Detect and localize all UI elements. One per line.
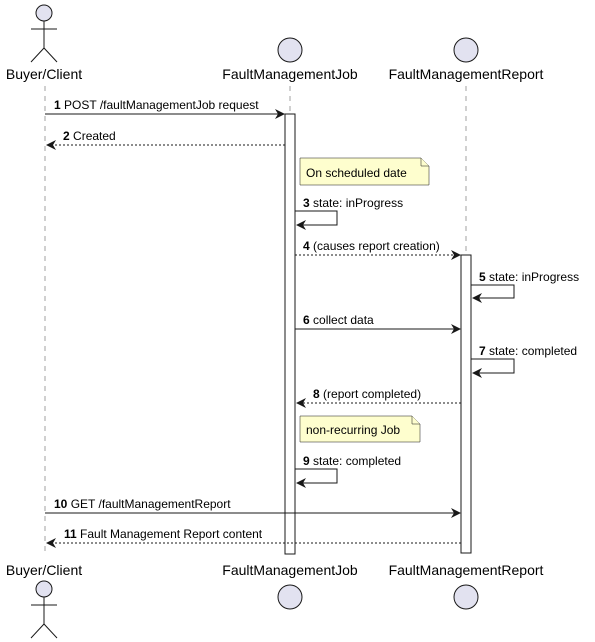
message-8-label: 8 (report completed): [313, 387, 421, 401]
message-3-arrow: [295, 210, 338, 230]
actor-icon-buyer-client-bottom: [30, 580, 58, 639]
message-4-label: 4 (causes report creation): [303, 239, 440, 253]
note-non-recurring-job: [299, 415, 421, 443]
message-6-label: 6 collect data: [303, 313, 374, 327]
participant-label-buyer-client-bottom: Buyer/Client: [6, 562, 82, 578]
entity-icon-fault-management-job-bottom: [277, 584, 303, 610]
message-3-label: 3 state: inProgress: [303, 196, 403, 210]
note-on-scheduled-date-text: On scheduled date: [306, 166, 407, 180]
note-on-scheduled-date: [299, 157, 430, 186]
message-1-label: 1 POST /faultManagementJob request: [54, 98, 259, 112]
entity-icon-fault-management-report-top: [453, 37, 479, 63]
participant-label-fault-management-report-bottom: FaultManagementReport: [389, 562, 544, 578]
actor-icon-buyer-client-top: [30, 4, 58, 63]
message-11-label: 11 Fault Management Report content: [64, 527, 263, 541]
note-non-recurring-job-text: non-recurring Job: [306, 423, 400, 437]
message-10-label: 10 GET /faultManagementReport: [54, 497, 231, 511]
entity-icon-fault-management-report-bottom: [453, 584, 479, 610]
participant-label-fault-management-job-bottom: FaultManagementJob: [222, 562, 358, 578]
message-9-arrow: [295, 468, 338, 488]
participant-label-fault-management-job-top: FaultManagementJob: [222, 66, 358, 82]
message-7-arrow: [471, 358, 515, 378]
message-9-label: 9 state: completed: [303, 454, 401, 468]
activation-bar-job: [284, 113, 296, 555]
message-7-label: 7 state: completed: [479, 344, 577, 358]
message-2-label: 2 Created: [63, 129, 116, 143]
note-fold-corner: [411, 416, 420, 425]
message-5-arrow: [471, 284, 515, 303]
note-fold-corner: [420, 158, 429, 167]
activation-bar-report: [460, 254, 472, 554]
participant-label-fault-management-report-top: FaultManagementReport: [389, 66, 544, 82]
entity-icon-fault-management-job-top: [277, 37, 303, 63]
participant-label-buyer-client-top: Buyer/Client: [6, 66, 82, 82]
message-5-label: 5 state: inProgress: [479, 270, 579, 284]
